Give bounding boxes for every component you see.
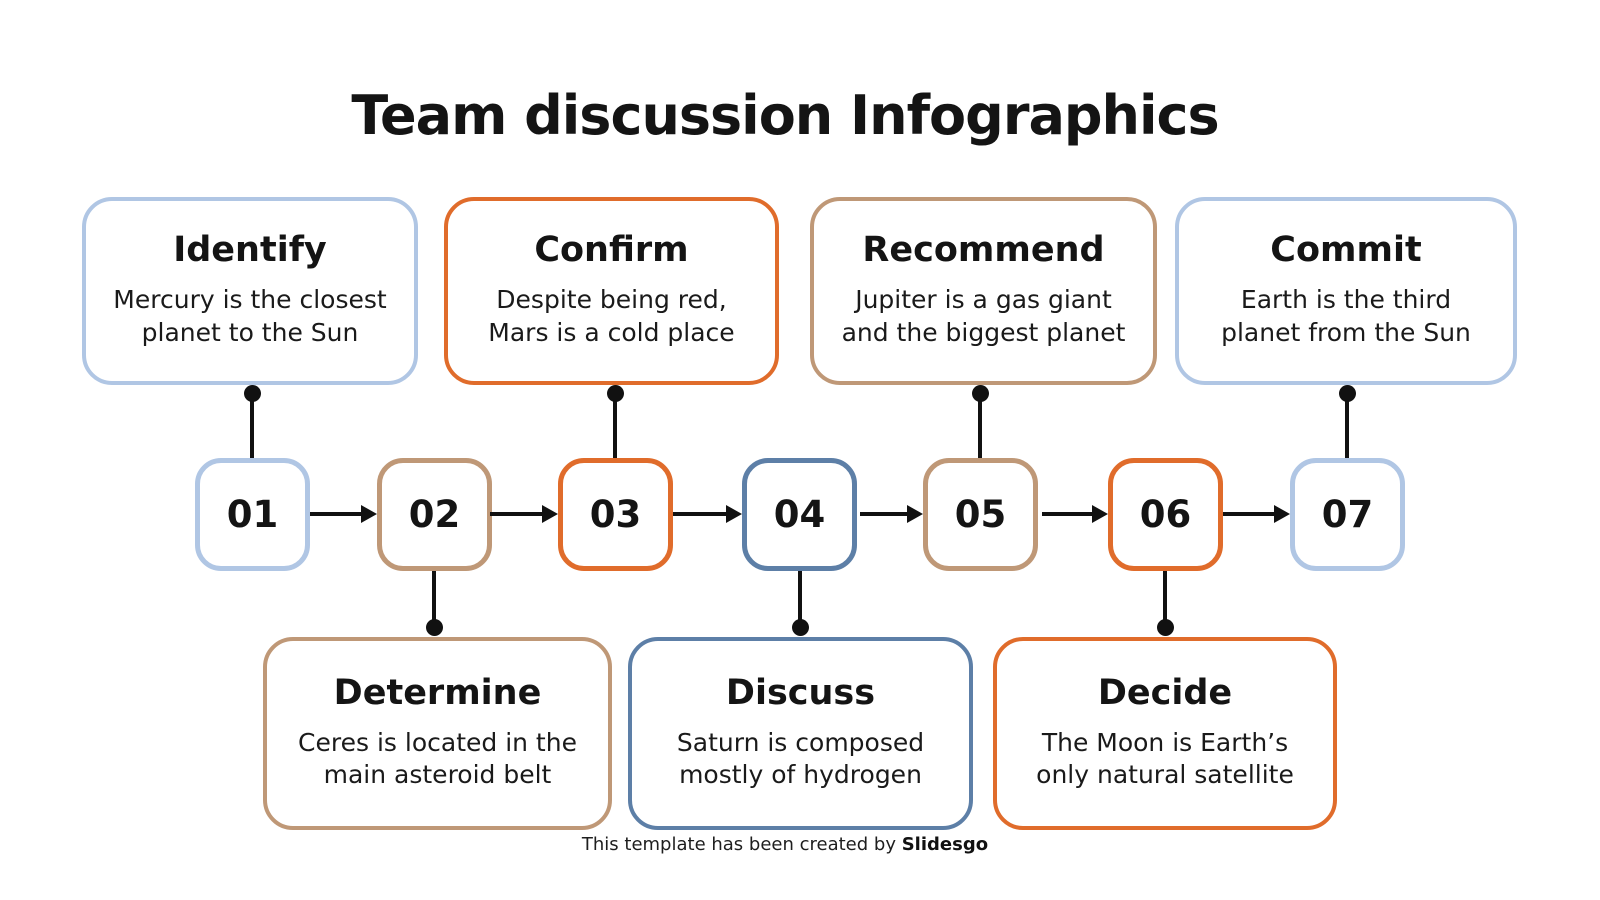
card-determine-title: Determine <box>333 672 542 713</box>
card-confirm-title: Confirm <box>534 230 689 270</box>
connector-line-determine <box>432 571 436 628</box>
connector-dot-recommend <box>972 385 989 402</box>
flow-arrow-6-7 <box>1223 505 1290 523</box>
card-commit: Commit Earth is the third planet from th… <box>1175 197 1517 385</box>
connector-dot-decide <box>1157 619 1174 636</box>
page-title: Team discussion Infographics <box>351 84 1219 147</box>
connector-dot-identify <box>244 385 261 402</box>
connector-dot-determine <box>426 619 443 636</box>
card-discuss-title: Discuss <box>725 672 876 713</box>
card-confirm: Confirm Despite being red, Mars is a col… <box>444 197 779 385</box>
step-box-04-number: 04 <box>773 493 826 536</box>
footer-credit-text: This template has been created by <box>581 834 896 855</box>
card-determine: Determine Ceres is located in the main a… <box>263 637 612 830</box>
arrowhead-icon <box>542 505 558 523</box>
step-box-05: 05 <box>923 458 1038 571</box>
arrowhead-icon <box>361 505 377 523</box>
step-box-03: 03 <box>558 458 673 571</box>
flow-arrow-5-6 <box>1042 505 1108 523</box>
card-identify: Identify Mercury is the closest planet t… <box>82 197 418 385</box>
footer-credit: This template has been created by Slides… <box>0 834 1570 855</box>
footer-brand: Slidesgo <box>901 834 989 855</box>
card-recommend-body: Jupiter is a gas giant and the biggest p… <box>841 285 1126 347</box>
step-box-03-number: 03 <box>589 493 642 536</box>
flow-arrow-1-2 <box>310 505 377 523</box>
card-commit-title: Commit <box>1270 230 1422 270</box>
connector-dot-confirm <box>607 385 624 402</box>
flow-arrow-4-5 <box>860 505 923 523</box>
card-decide-body: The Moon is Earth’s only natural satelli… <box>1036 727 1294 790</box>
step-box-07: 07 <box>1290 458 1405 571</box>
connector-line-decide <box>1163 571 1167 628</box>
step-box-02-number: 02 <box>408 493 461 536</box>
card-recommend: Recommend Jupiter is a gas giant and the… <box>810 197 1157 385</box>
card-decide: Decide The Moon is Earth’s only natural … <box>993 637 1337 830</box>
arrowhead-icon <box>1092 505 1108 523</box>
step-box-04: 04 <box>742 458 857 571</box>
connector-line-confirm <box>613 393 617 458</box>
connector-line-recommend <box>978 393 982 458</box>
connector-dot-discuss <box>792 619 809 636</box>
card-discuss-body: Saturn is composed mostly of hydrogen <box>676 727 925 790</box>
card-commit-body: Earth is the third planet from the Sun <box>1221 285 1471 347</box>
card-identify-title: Identify <box>173 230 327 270</box>
card-confirm-body: Despite being red, Mars is a cold place <box>488 285 735 347</box>
connector-line-commit <box>1345 393 1349 458</box>
arrowhead-icon <box>726 505 742 523</box>
step-box-01-number: 01 <box>226 493 279 536</box>
flow-arrow-2-3 <box>490 505 558 523</box>
step-box-05-number: 05 <box>954 493 1007 536</box>
step-box-06: 06 <box>1108 458 1223 571</box>
connector-line-identify <box>250 393 254 458</box>
card-discuss: Discuss Saturn is composed mostly of hyd… <box>628 637 973 830</box>
step-box-01: 01 <box>195 458 310 571</box>
step-box-06-number: 06 <box>1139 493 1192 536</box>
card-identify-body: Mercury is the closest planet to the Sun <box>113 285 387 347</box>
connector-dot-commit <box>1339 385 1356 402</box>
arrowhead-icon <box>1274 505 1290 523</box>
step-box-02: 02 <box>377 458 492 571</box>
card-decide-title: Decide <box>1097 672 1233 713</box>
flow-arrow-3-4 <box>673 505 742 523</box>
card-recommend-title: Recommend <box>862 230 1105 270</box>
connector-line-discuss <box>798 571 802 628</box>
step-box-07-number: 07 <box>1321 493 1374 536</box>
arrowhead-icon <box>907 505 923 523</box>
card-determine-body: Ceres is located in the main asteroid be… <box>298 727 577 790</box>
